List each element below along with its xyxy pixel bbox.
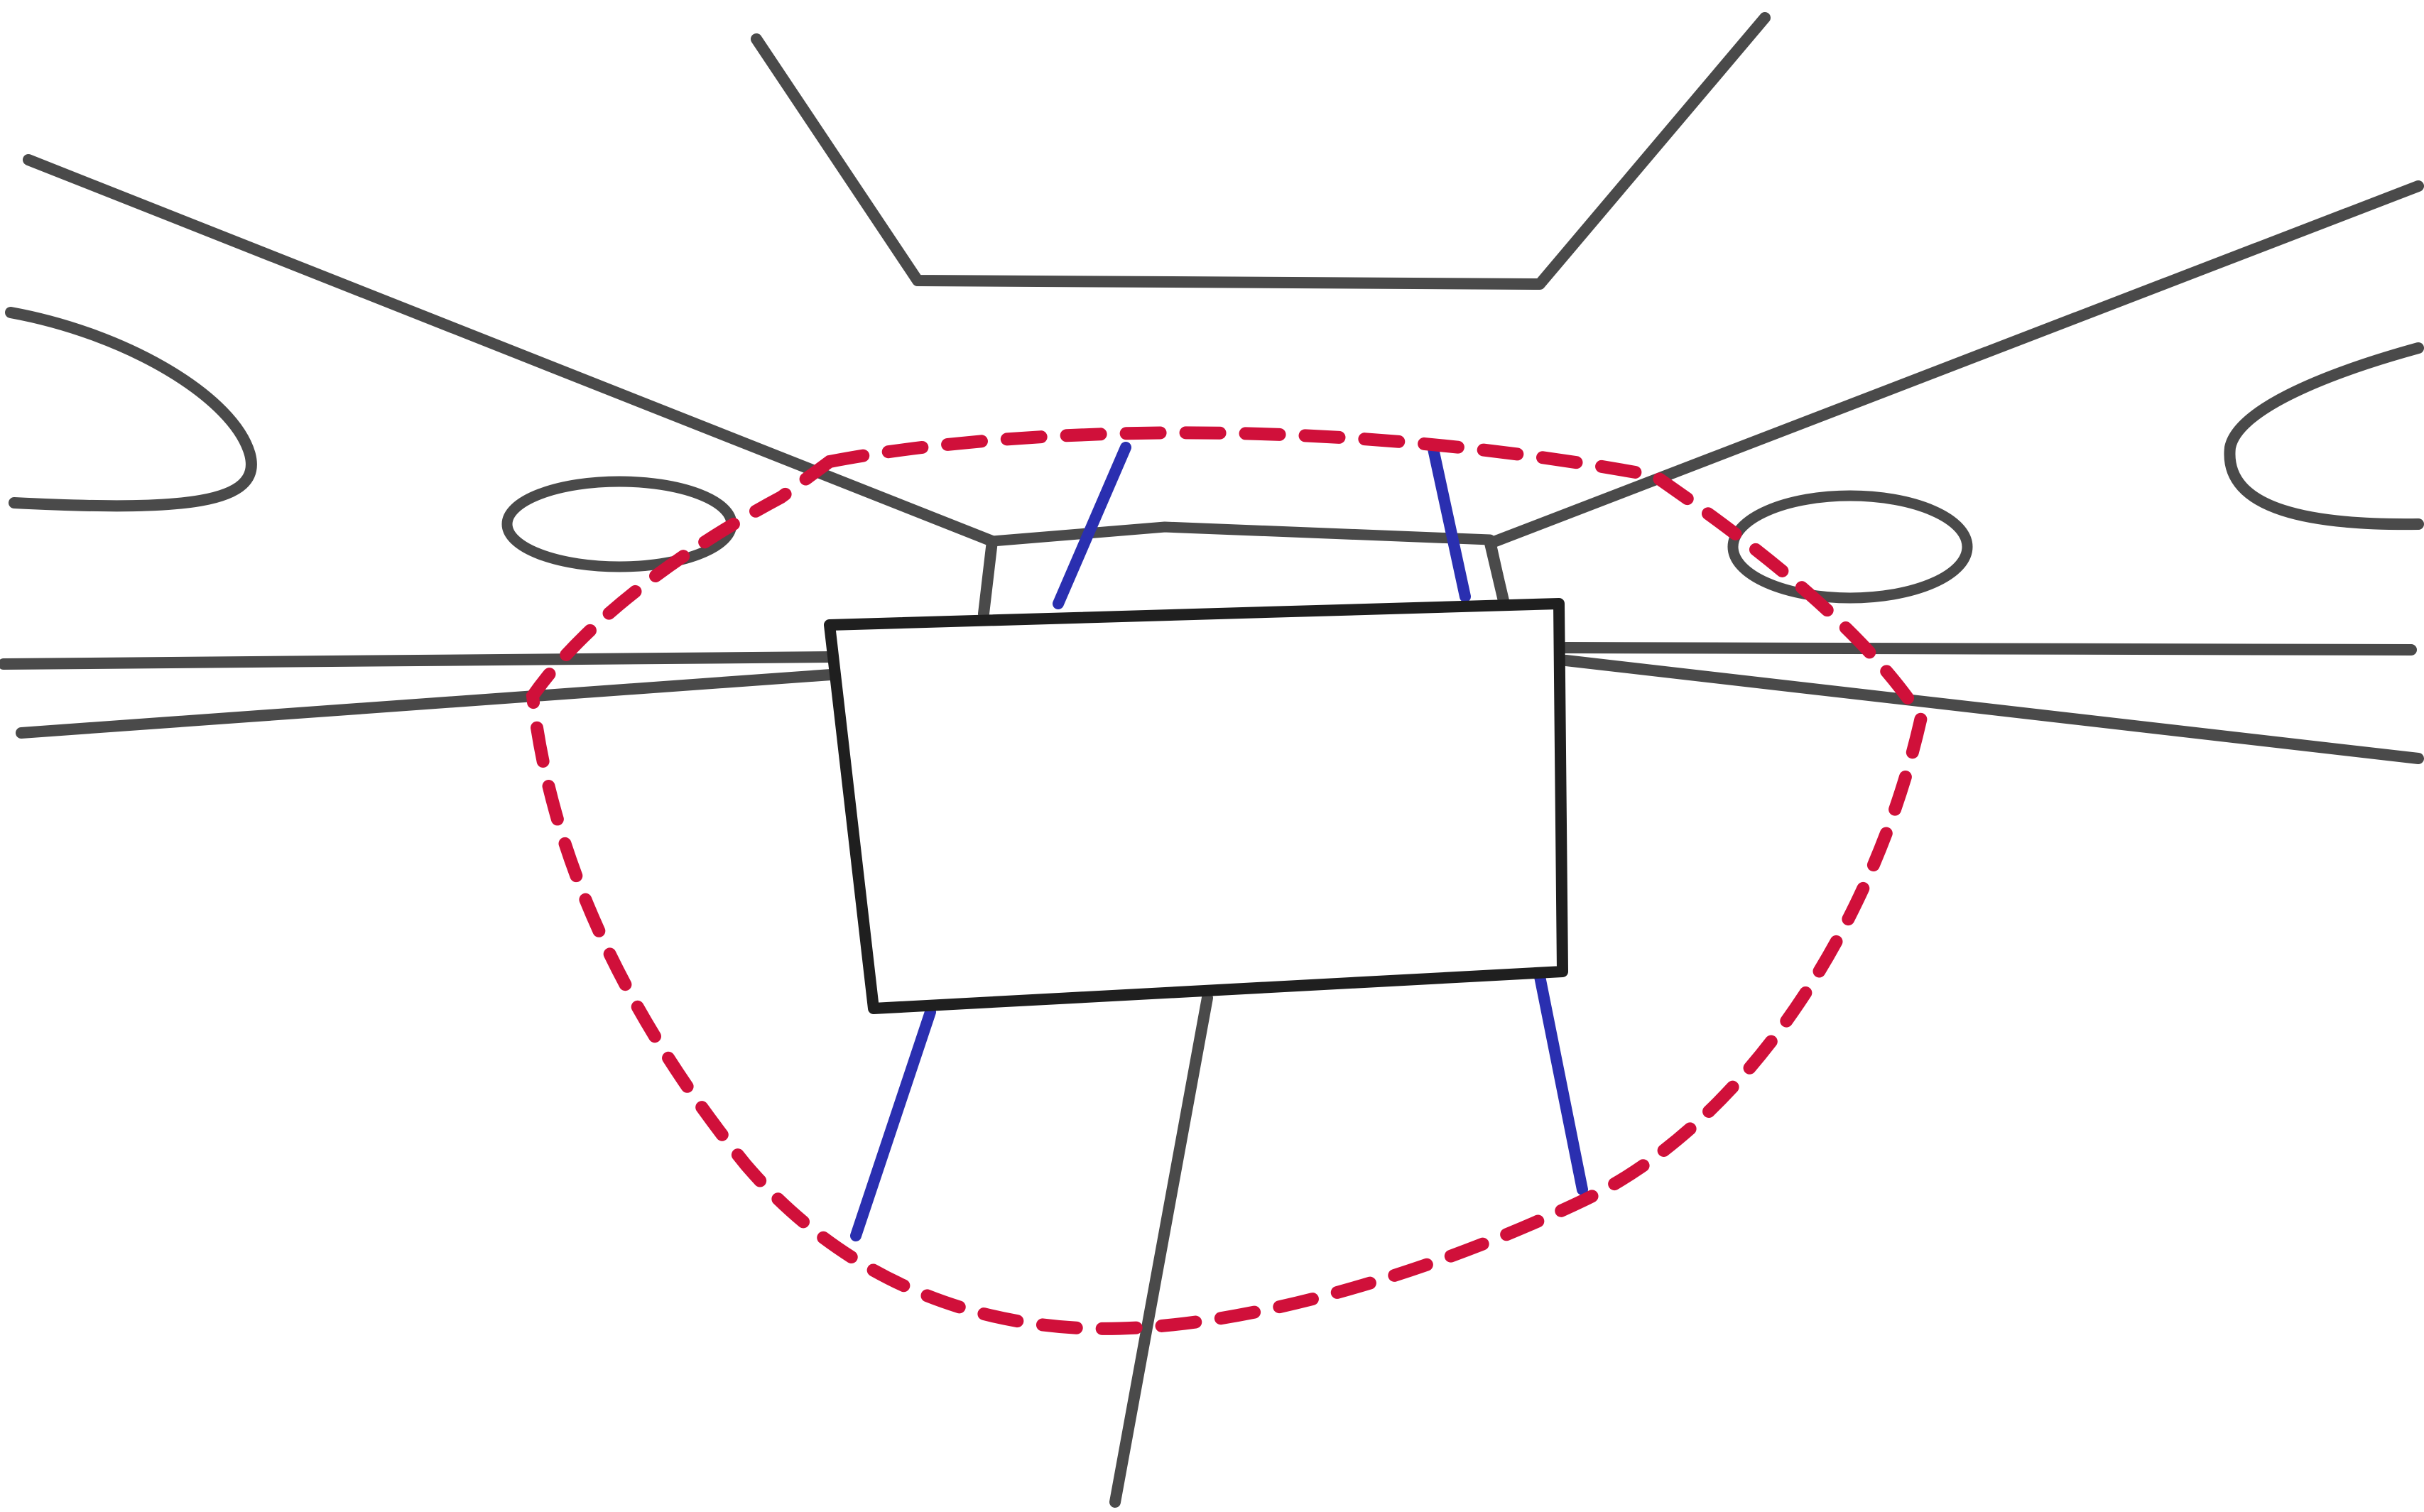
left-blue-leg-lower [850,1006,936,1241]
right-small-ellipse [1727,490,1973,604]
back-box [978,521,1510,619]
horizontal-road-top-left [0,651,837,670]
top-trapezoid [751,12,1771,290]
right-loop [2224,342,2424,531]
right-blue-leg-lower [1533,967,1588,1195]
right-blue-leg-upper [1428,443,1471,602]
bottom-vertical-road [1109,992,1213,1508]
horizontal-road-bottom-left [16,669,837,739]
horizontal-road-top-right [1560,642,2417,656]
left-loop [5,307,257,512]
front-box [824,598,1568,1014]
red-dashed-boundary [526,426,1928,1335]
horizontal-road-bottom-right [1560,655,2424,764]
upper-left-diagonal-road [23,154,998,619]
left-blue-leg-upper [1053,442,1131,609]
left-small-ellipse [501,476,737,572]
